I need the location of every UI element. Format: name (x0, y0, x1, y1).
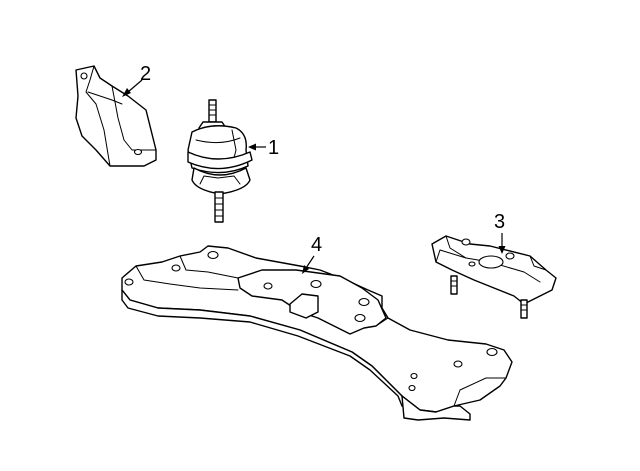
part-3-transmission-mount (431, 235, 557, 319)
part-4-crossmember (121, 245, 513, 421)
part-2-bracket (75, 65, 157, 167)
callout-2-label: 2 (140, 63, 151, 85)
callout-1: 1 (248, 137, 279, 159)
callout-4-label: 4 (311, 234, 322, 256)
callout-1-label: 1 (268, 137, 279, 159)
callout-4: 4 (302, 234, 322, 274)
callout-3-label: 3 (494, 211, 505, 233)
callout-3: 3 (494, 211, 506, 254)
callout-2: 2 (122, 63, 151, 97)
part-1-engine-mount (187, 99, 253, 223)
